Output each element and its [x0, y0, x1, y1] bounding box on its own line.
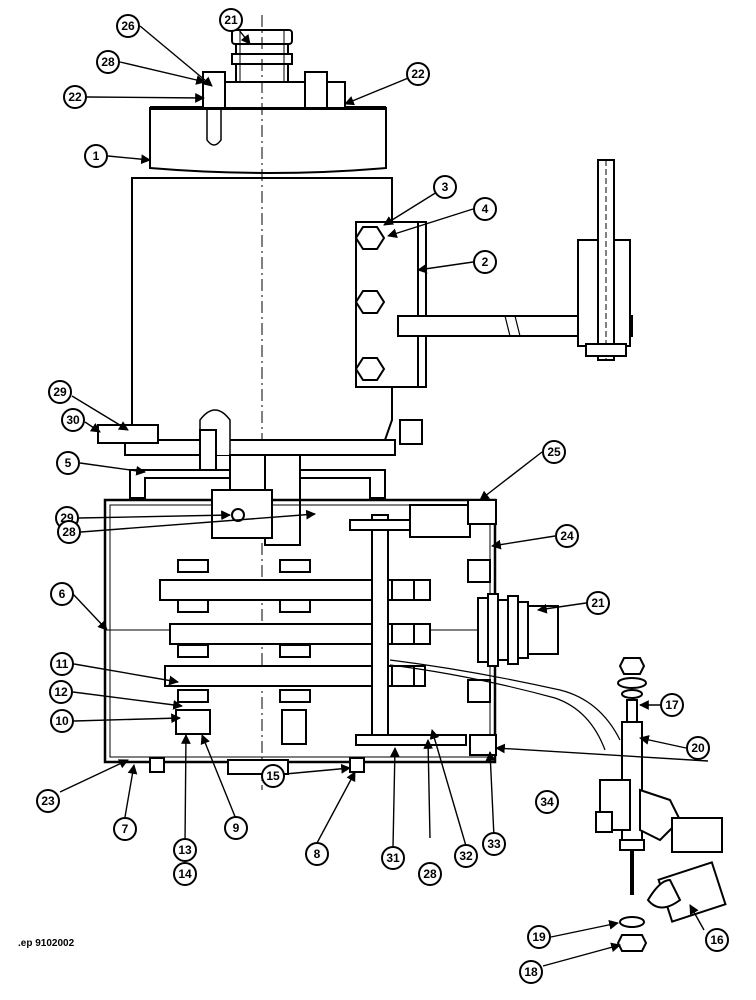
svg-text:3: 3 [442, 180, 449, 194]
callout-23: 22 [63, 85, 87, 109]
callout-16: 16 [705, 928, 729, 952]
callout-11: 11 [50, 652, 74, 676]
svg-text:19: 19 [532, 930, 546, 944]
svg-text:30: 30 [66, 413, 80, 427]
callout-35: 33 [482, 832, 506, 856]
callout-26: 25 [542, 440, 566, 464]
callout-6: 6 [50, 582, 74, 606]
svg-text:33: 33 [487, 837, 501, 851]
callout-18: 18 [519, 960, 543, 984]
svg-text:25: 25 [547, 445, 561, 459]
callout-21-side: 21 [586, 591, 610, 615]
motor-cap [149, 107, 387, 174]
svg-text:28: 28 [423, 867, 437, 881]
callout-22: 22 [406, 62, 430, 86]
svg-text:8: 8 [314, 847, 321, 861]
svg-text:9: 9 [233, 821, 240, 835]
svg-text:14: 14 [178, 867, 192, 881]
callout-20: 20 [686, 736, 710, 760]
svg-text:21: 21 [591, 596, 605, 610]
callout-32: 30 [61, 408, 85, 432]
callout-13: 13 [173, 838, 197, 862]
callout-3: 3 [433, 175, 457, 199]
bracket-bolts [354, 226, 386, 381]
callout-15: 15 [261, 764, 285, 788]
callout-21: 21 [219, 8, 243, 32]
svg-text:10: 10 [55, 714, 69, 728]
svg-text:28: 28 [101, 55, 115, 69]
figure-reference-code: .ep 9102002 [18, 938, 75, 949]
cam-stack [159, 559, 431, 745]
leader-lines [59, 25, 709, 967]
callout-28: 28 [96, 50, 120, 74]
svg-text:5: 5 [65, 456, 72, 470]
callouts: 21 22 26 28 22 1 3 4 2 29 30 5 25 29 28 … [36, 8, 729, 984]
callout-10: 10 [50, 709, 74, 733]
switch-rod-assembly [595, 657, 727, 952]
callout-5: 5 [56, 451, 80, 475]
svg-text:1: 1 [93, 149, 100, 163]
svg-text:20: 20 [691, 741, 705, 755]
svg-text:34: 34 [540, 795, 554, 809]
callout-27: 26 [116, 14, 140, 38]
svg-text:13: 13 [178, 843, 192, 857]
callout-12: 12 [49, 680, 73, 704]
svg-text:31: 31 [386, 851, 400, 865]
svg-text:22: 22 [68, 90, 82, 104]
motor-assembly [97, 15, 633, 790]
svg-text:2: 2 [482, 255, 489, 269]
callout-34: 32 [454, 844, 478, 868]
callout-17: 17 [660, 693, 684, 717]
callout-14: 14 [173, 862, 197, 886]
svg-text:18: 18 [524, 965, 538, 979]
svg-text:29: 29 [53, 385, 67, 399]
callout-19: 19 [527, 925, 551, 949]
svg-text:7: 7 [122, 822, 129, 836]
cable-gland-side [477, 593, 559, 667]
svg-text:15: 15 [266, 769, 280, 783]
callout-8: 8 [305, 842, 329, 866]
svg-text:11: 11 [56, 657, 69, 671]
svg-text:12: 12 [54, 685, 68, 699]
svg-text:4: 4 [482, 202, 489, 216]
callout-30: 28 [57, 520, 81, 544]
svg-text:21: 21 [224, 13, 238, 27]
callout-28-lower: 28 [418, 862, 442, 886]
callout-36: 34 [535, 790, 559, 814]
callout-24: 23 [36, 789, 60, 813]
callout-1: 1 [84, 144, 108, 168]
callout-31: 29 [48, 380, 72, 404]
svg-text:23: 23 [41, 794, 55, 808]
svg-text:26: 26 [121, 19, 135, 33]
svg-text:22: 22 [411, 67, 425, 81]
svg-text:16: 16 [710, 933, 724, 947]
callout-2: 2 [473, 250, 497, 274]
callout-7: 7 [113, 817, 137, 841]
callout-25: 24 [555, 524, 579, 548]
svg-text:24: 24 [560, 529, 574, 543]
svg-text:17: 17 [665, 698, 679, 712]
svg-text:6: 6 [59, 587, 66, 601]
callout-4: 4 [473, 197, 497, 221]
callout-9: 9 [224, 816, 248, 840]
svg-text:28: 28 [62, 525, 76, 539]
svg-text:32: 32 [459, 849, 473, 863]
callout-33: 31 [381, 846, 405, 870]
